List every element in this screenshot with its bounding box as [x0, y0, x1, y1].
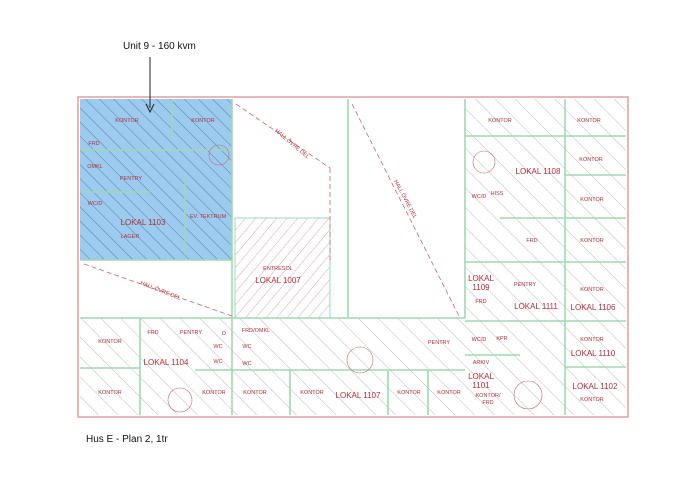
- room-label: ENTRESOL: [263, 266, 293, 272]
- room-label: KONTOR: [580, 287, 603, 293]
- room-label: KONTOR: [488, 118, 511, 124]
- room-label: KONTOR: [243, 390, 266, 396]
- lokal-label: LOKAL 1106: [571, 303, 616, 312]
- room-label: PENTRY: [514, 282, 537, 288]
- room-label: HISS: [491, 191, 504, 197]
- lokal-label: LOKAL 1111: [514, 302, 558, 311]
- lokal-label: LOKAL 1107: [336, 391, 381, 400]
- room-label: WC/D: [472, 337, 487, 343]
- unit-1103-labels: KONTOR KONTOR FRD OMKL PENTRY WC/D LOKAL…: [87, 118, 226, 240]
- unit-annotation: Unit 9 - 160 kvm: [123, 41, 196, 52]
- room-label: FRD/OMKL: [242, 328, 270, 334]
- room-label: PENTRY: [120, 176, 143, 182]
- plan-caption: Hus E - Plan 2, 1tr: [86, 434, 168, 445]
- bottom-wing-labels: KONTOR FRD PENTRY D FRD/OMKL WC WC WC WC…: [98, 328, 460, 400]
- room-label: KONTOR: [579, 157, 602, 163]
- room-label: KONTOR: [437, 390, 460, 396]
- room-label: KONTOR: [202, 390, 225, 396]
- room-label: KONTOR: [577, 118, 600, 124]
- room-label: FRD: [147, 330, 158, 336]
- hall-outline: [83, 103, 461, 319]
- room-label: WC: [213, 359, 222, 365]
- lokal-label: LOKAL: [468, 274, 494, 283]
- right-wing-labels: KONTOR KONTOR LOKAL 1108 KONTOR HISS WC/…: [468, 118, 618, 406]
- lokal-label: 1101: [472, 381, 490, 390]
- room-label: FRD: [526, 238, 537, 244]
- lokal-label: 1109: [472, 283, 490, 292]
- lokal-label: LOKAL 1110: [571, 349, 616, 358]
- room-label: FRD: [475, 299, 486, 305]
- room-label: WC/D: [472, 194, 487, 200]
- lokal-label: LOKAL: [468, 372, 494, 381]
- room-label: WC: [242, 344, 251, 350]
- room-label: WC: [213, 344, 222, 350]
- walls: [80, 99, 626, 415]
- room-label: FRD: [88, 141, 99, 147]
- room-label: D: [222, 331, 226, 337]
- room-label: FRD: [482, 400, 493, 406]
- staircases: [167, 144, 543, 413]
- room-label: WC/D: [88, 201, 103, 207]
- room-label: KONTOR/: [476, 393, 501, 399]
- room-label: PENTRY: [428, 340, 451, 346]
- right-wing: [465, 99, 626, 415]
- bottom-wing: [80, 318, 465, 415]
- room-label: LAGER: [121, 234, 140, 240]
- lokal-label: LOKAL 1108: [516, 167, 561, 176]
- arrow-head-icon: [145, 103, 155, 114]
- room-label: KONTOR: [191, 118, 214, 124]
- room-label: KONTOR: [98, 339, 121, 345]
- lokal-label: LOKAL 1007: [255, 276, 301, 285]
- room-label: KONTOR: [580, 238, 603, 244]
- room-label: KONTOR: [580, 197, 603, 203]
- room-label: KONTOR: [580, 337, 603, 343]
- room-label: KONTOR: [115, 118, 138, 124]
- room-label: PENTRY: [180, 330, 203, 336]
- room-label: KONTOR: [397, 390, 420, 396]
- room-label: KONTOR: [98, 390, 121, 396]
- room-label: ARKIV: [473, 360, 490, 366]
- lokal-label: LOKAL 1102: [573, 382, 618, 391]
- room-label: EV. TEKTRUM: [190, 214, 227, 220]
- room-label: WC: [242, 361, 251, 367]
- room-label: KONTOR: [300, 390, 323, 396]
- lokal-label: LOKAL 1103: [121, 218, 166, 227]
- room-label: KONTOR: [580, 397, 603, 403]
- entresol-area: [234, 217, 331, 319]
- room-label: OMKL: [87, 164, 103, 170]
- room-label: KPR: [496, 336, 507, 342]
- lokal-label: LOKAL 1104: [144, 358, 189, 367]
